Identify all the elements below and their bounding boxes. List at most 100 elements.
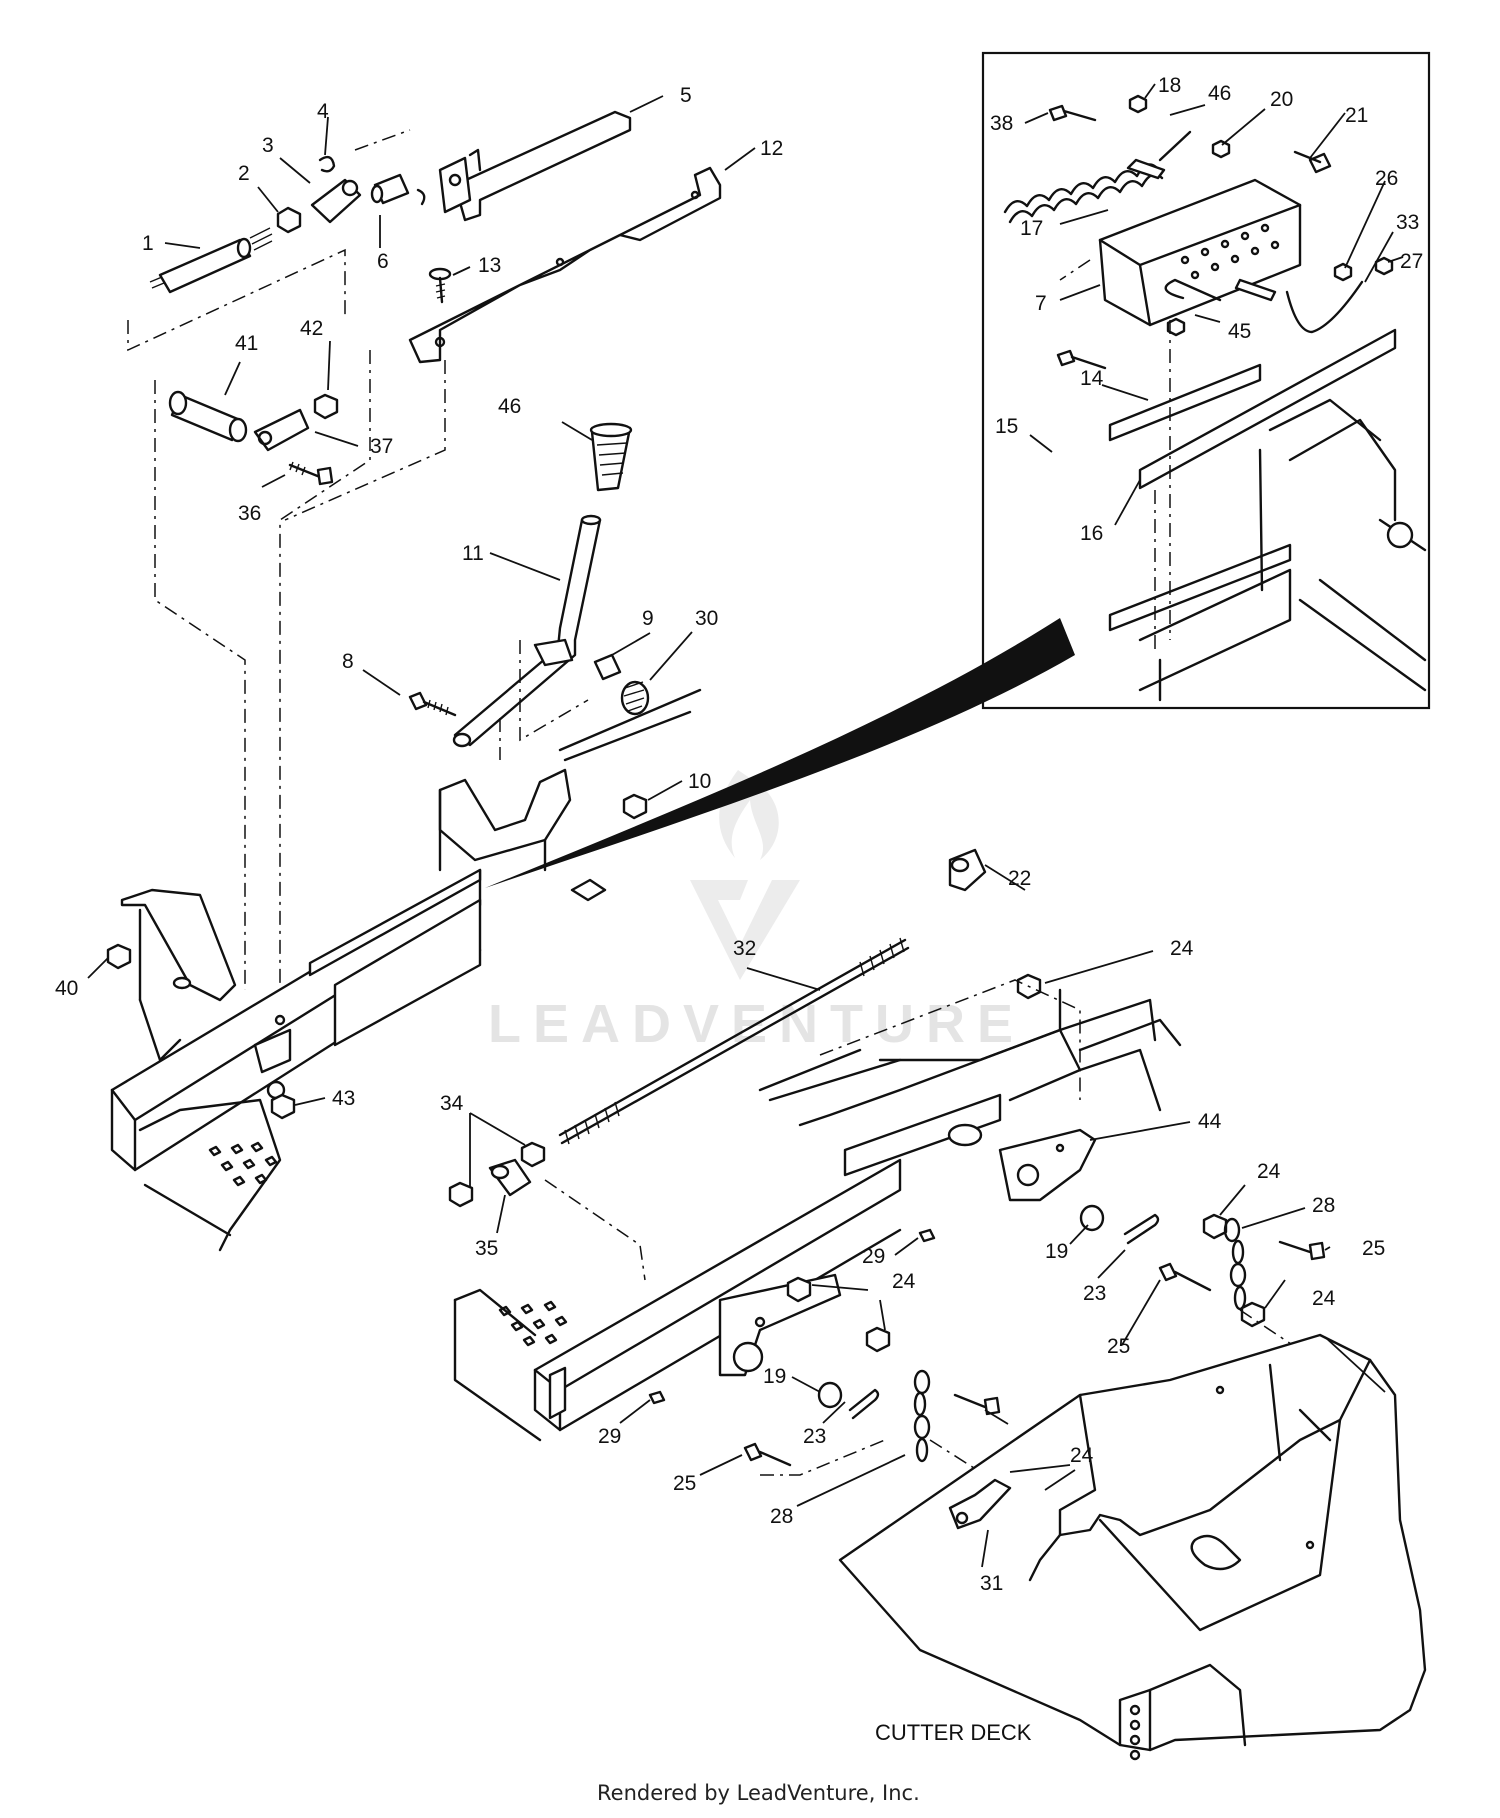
footer-credit: Rendered by LeadVenture, Inc. xyxy=(597,1781,920,1805)
callout-44: 44 xyxy=(1198,1110,1222,1133)
nut-24b xyxy=(1202,1213,1228,1240)
knob-46 xyxy=(589,422,633,492)
plate-slots xyxy=(208,1141,278,1187)
callout-25-left: 25 xyxy=(673,1472,696,1495)
nut-24d xyxy=(865,1326,891,1353)
callout-40: 40 xyxy=(55,977,78,1000)
callout-19-left: 19 xyxy=(763,1365,786,1388)
callout-18: 18 xyxy=(1158,74,1181,97)
watermark-v-icon xyxy=(690,880,800,980)
bolt-8 xyxy=(408,691,457,717)
upper-cradle xyxy=(438,688,702,902)
inset-detail xyxy=(485,51,1431,888)
main-frame xyxy=(106,688,1394,1512)
nut-24c xyxy=(786,1276,812,1303)
chain-28a xyxy=(1223,1217,1247,1311)
nut-34b xyxy=(448,1181,474,1208)
callout-28-left: 28 xyxy=(770,1505,793,1528)
callout-31: 31 xyxy=(980,1572,1003,1595)
bracket-31 xyxy=(948,1478,1012,1530)
callout-29-left: 29 xyxy=(598,1425,621,1448)
bolt-36 xyxy=(288,461,334,486)
handle-11 xyxy=(452,514,602,748)
callout-26: 26 xyxy=(1375,167,1398,190)
inset-pointer xyxy=(485,618,1075,888)
pin-6 xyxy=(370,173,426,206)
inset-hardware xyxy=(1048,94,1394,370)
callout-3: 3 xyxy=(262,134,274,157)
bracket-7 xyxy=(1098,178,1302,327)
callout-19-right: 19 xyxy=(1045,1240,1068,1263)
pin-23a xyxy=(1123,1213,1160,1245)
callout-4: 4 xyxy=(317,100,329,123)
frame-tube xyxy=(110,868,482,1172)
callout-30: 30 xyxy=(695,607,718,630)
spacer-41 xyxy=(168,390,248,443)
fitting-29a xyxy=(918,1228,936,1243)
nut-42 xyxy=(313,393,339,420)
handle-assembly xyxy=(408,422,650,820)
callout-5: 5 xyxy=(680,84,692,107)
callout-14: 14 xyxy=(1080,367,1104,390)
nut-10 xyxy=(622,793,648,820)
upper-linkage xyxy=(127,110,722,990)
clip-4 xyxy=(318,155,336,173)
clevis-22 xyxy=(948,848,987,892)
callout-2: 2 xyxy=(238,162,250,185)
callout-38: 38 xyxy=(990,112,1013,135)
callout-8: 8 xyxy=(342,650,354,673)
washer-19b xyxy=(817,1381,843,1409)
callout-23-right: 23 xyxy=(1083,1282,1106,1305)
spring-30 xyxy=(620,680,650,716)
clevis-3 xyxy=(310,178,362,224)
rear-plate-slots xyxy=(498,1300,568,1347)
callout-1: 1 xyxy=(142,232,154,255)
rod-end-37 xyxy=(253,408,310,452)
strip-16 xyxy=(1138,328,1397,490)
bracket-5 xyxy=(438,110,632,222)
callout-42: 42 xyxy=(300,317,323,340)
callout-15: 15 xyxy=(995,415,1018,438)
pin-23b xyxy=(848,1388,880,1420)
callout-46-inset: 46 xyxy=(1208,82,1231,105)
callout-24-deck: 24 xyxy=(1070,1444,1094,1467)
callout-10: 10 xyxy=(688,770,711,793)
inset-frame-section xyxy=(1059,259,1427,702)
threaded-rod-32 xyxy=(558,937,910,1145)
callout-17: 17 xyxy=(1020,217,1043,240)
fitting-29b xyxy=(648,1390,666,1405)
callout-24-deck-right: 24 xyxy=(1312,1287,1336,1310)
strap-14 xyxy=(1108,363,1262,442)
nut-2 xyxy=(276,206,302,234)
callout-11: 11 xyxy=(462,542,484,565)
bolt-25b xyxy=(1158,1262,1212,1292)
callout-29-center: 29 xyxy=(862,1245,885,1268)
screw-13 xyxy=(428,267,452,304)
cutter-deck-label: CUTTER DECK xyxy=(875,1720,1032,1745)
cutter-deck xyxy=(838,1333,1427,1761)
bolt-25a xyxy=(1278,1240,1326,1261)
callout-33: 33 xyxy=(1396,211,1419,234)
callout-35: 35 xyxy=(475,1237,498,1260)
strap-12 xyxy=(408,166,722,364)
callout-43: 43 xyxy=(332,1087,355,1110)
callout-45: 45 xyxy=(1228,320,1251,343)
callout-25-right: 25 xyxy=(1362,1237,1385,1260)
callout-28-right: 28 xyxy=(1312,1194,1335,1217)
callout-12: 12 xyxy=(760,137,783,160)
callout-36: 36 xyxy=(238,502,261,525)
callout-41: 41 xyxy=(235,332,258,355)
rod-1 xyxy=(149,227,273,294)
chain-28b xyxy=(913,1369,931,1463)
callout-24-top: 24 xyxy=(1170,937,1194,960)
bushing-9 xyxy=(593,653,622,681)
leaders xyxy=(87,83,1404,1568)
inset-frame xyxy=(981,51,1431,710)
nut-34a xyxy=(520,1141,546,1168)
callout-16: 16 xyxy=(1080,522,1103,545)
nut-43 xyxy=(270,1093,296,1120)
callout-25-center: 25 xyxy=(1107,1335,1130,1358)
callout-46-handle: 46 xyxy=(498,395,521,418)
nut-24e xyxy=(1240,1301,1266,1328)
